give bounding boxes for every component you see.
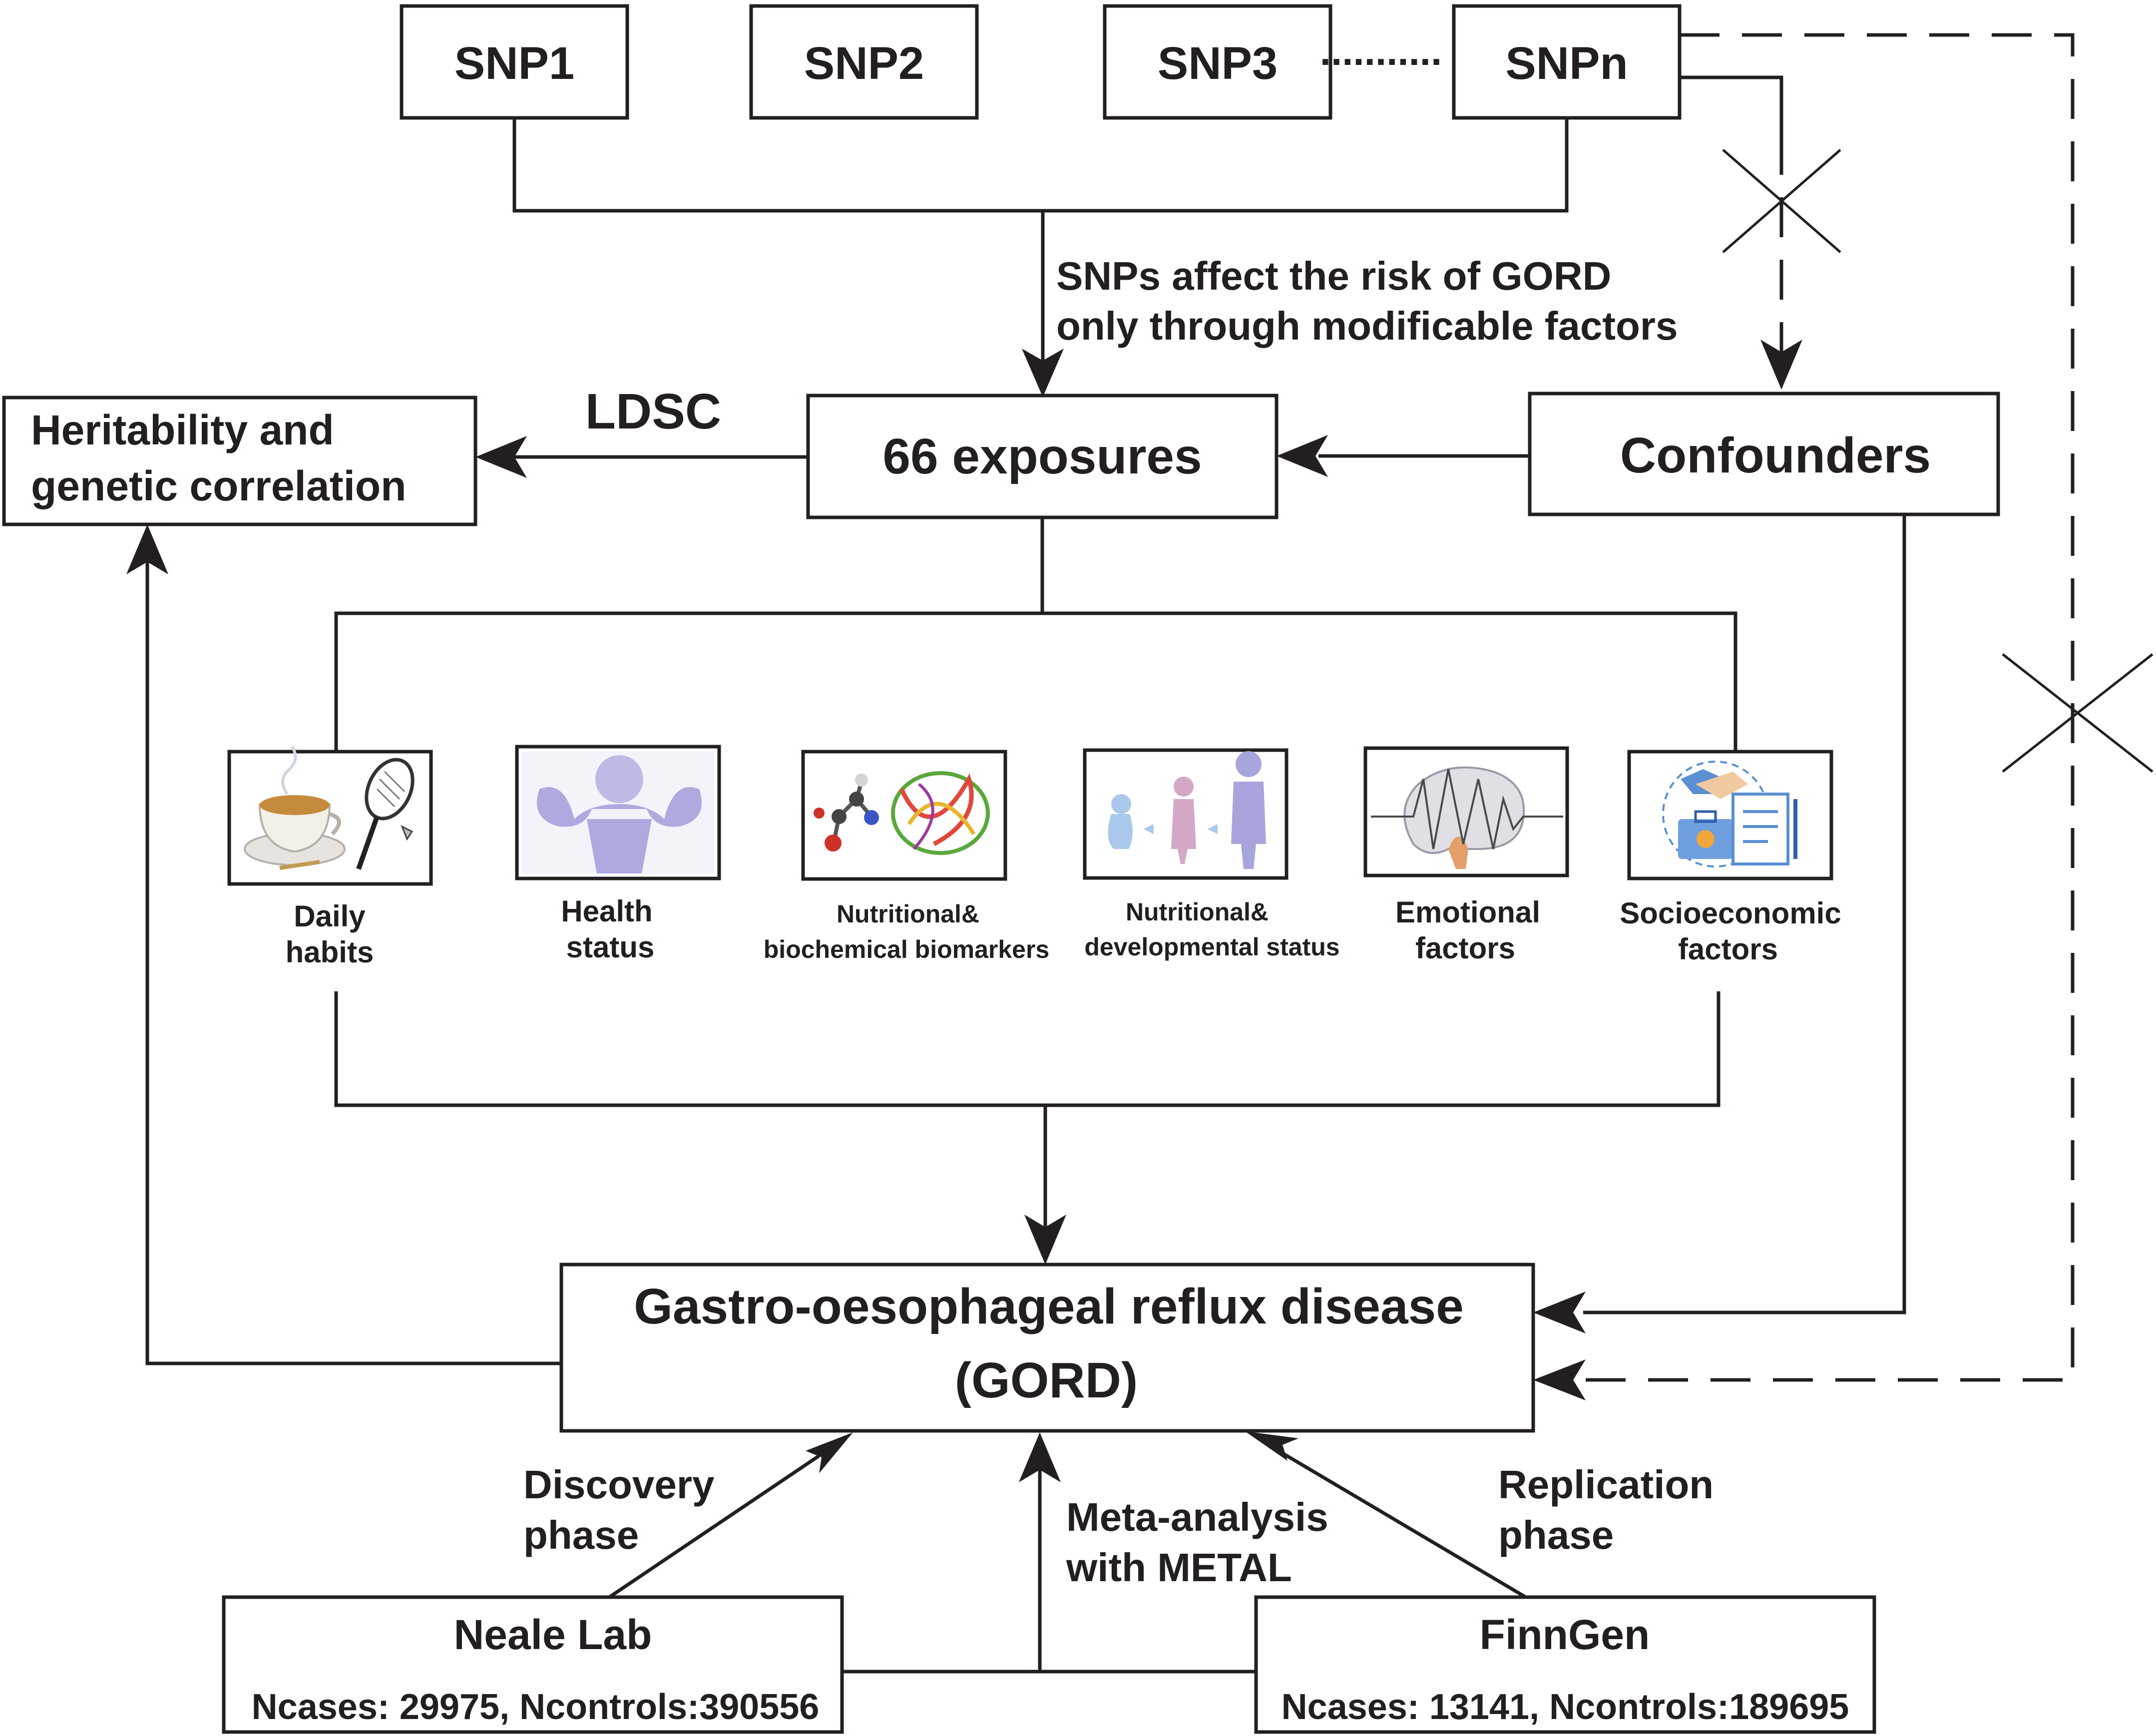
- heritability-line-2: genetic correlation: [31, 462, 407, 509]
- snp-bracket-line: [512, 118, 1569, 370]
- finngen-box: FinnGen Ncases: 13141, Ncontrols:189695: [1254, 1595, 1876, 1734]
- arrow-head-discovery: [806, 1432, 853, 1473]
- snpn-to-confounders-line: [1680, 75, 1783, 135]
- discovery-label-1: Discovery: [523, 1462, 715, 1507]
- arrow-head-to-gord-top: [1024, 1215, 1066, 1265]
- neale-lab-box: Neale Lab Ncases: 29975, Ncontrols:39055…: [222, 1595, 844, 1734]
- arrow-head-gord-to-heritability: [126, 524, 168, 574]
- snpn-to-gord-dashed: [1583, 33, 2075, 1382]
- category-biochemical-biomarkers: Nutritional& biochemical biomarkers: [764, 750, 1049, 963]
- category-label-socioeconomic-2: factors: [1678, 932, 1778, 966]
- category-developmental-status: Nutritional& developmental status: [1083, 748, 1340, 961]
- category-label-emotional-1: Emotional: [1395, 895, 1540, 929]
- snp-box-1: SNP1: [400, 4, 629, 120]
- category-daily-habits: Daily habits: [227, 746, 433, 969]
- category-label-health-2: status: [566, 930, 655, 964]
- discovery-arrow-line: [608, 1454, 820, 1599]
- confounders-label: Confounders: [1620, 428, 1931, 483]
- meta-analysis-bracket: [842, 1468, 1256, 1674]
- molecule-protein-icon: [814, 771, 990, 855]
- snp-box-n: SNPn: [1452, 4, 1682, 120]
- snp-label-1: SNP1: [454, 38, 574, 89]
- gord-outcome-box: Gastro-oesophageal reflux disease (GORD): [559, 1263, 1535, 1433]
- snp-assumption-line-2: only through modificable factors: [1056, 304, 1678, 348]
- replication-label-1: Replication: [1498, 1462, 1714, 1507]
- category-label-daily-1: Daily: [294, 899, 366, 933]
- finngen-name: FinnGen: [1480, 1611, 1650, 1658]
- arrow-head-to-exposures-left: [1277, 435, 1328, 477]
- discovery-label-2: phase: [523, 1513, 639, 1557]
- snp-label-3: SNP3: [1158, 38, 1278, 89]
- category-label-biochemical-2: biochemical biomarkers: [764, 935, 1049, 963]
- snp-box-3: SNP3: [1103, 4, 1332, 120]
- brain-wave-icon: [1371, 766, 1563, 869]
- heritability-line-1: Heritability and: [31, 407, 334, 453]
- exposures-box: 66 exposures: [806, 394, 1279, 519]
- snp-ellipsis: ...........: [1320, 29, 1442, 73]
- arrow-head-replication: [1245, 1431, 1298, 1461]
- replication-label-2: phase: [1498, 1513, 1614, 1557]
- coffee-badminton-icon: [244, 746, 415, 870]
- human-growth-icon: [1108, 751, 1266, 869]
- business-documents-icon: [1662, 761, 1797, 868]
- category-label-emotional-2: factors: [1415, 931, 1515, 965]
- category-label-daily-2: habits: [286, 935, 374, 969]
- category-label-biochemical-1: Nutritional&: [837, 900, 979, 928]
- exposures-split-bracket: [334, 517, 1737, 750]
- arrow-head-to-confounders: [1760, 340, 1802, 390]
- finngen-stats: Ncases: 13141, Ncontrols:189695: [1282, 1687, 1849, 1727]
- gord-to-heritability-line: [145, 562, 561, 1365]
- category-health-status: Health status: [515, 745, 721, 964]
- cross-mark-confounders: [1722, 149, 1841, 253]
- category-label-socioeconomic-1: Socioeconomic: [1620, 896, 1841, 930]
- categories-merge-bracket: [334, 991, 1721, 1229]
- neale-lab-stats: Ncases: 29975, Ncontrols:390556: [252, 1687, 820, 1727]
- category-label-developmental-2: developmental status: [1084, 933, 1339, 961]
- confounders-to-gord-line: [1583, 514, 1906, 1314]
- gord-title-line-1: Gastro-oesophageal reflux disease: [634, 1279, 1464, 1334]
- meta-label-2: with METAL: [1066, 1545, 1292, 1590]
- replication-arrow-line: [1278, 1449, 1527, 1599]
- muscle-icon: [522, 752, 714, 873]
- arrow-head-confounders-to-gord: [1533, 1292, 1586, 1333]
- gord-title-line-2: (GORD): [955, 1352, 1138, 1408]
- category-emotional-factors: Emotional factors: [1363, 746, 1569, 965]
- category-label-health-1: Health: [561, 894, 652, 928]
- arrow-head-meta-analysis: [1019, 1432, 1061, 1482]
- arrow-head-direct-to-gord: [1533, 1359, 1586, 1400]
- category-socioeconomic-factors: Socioeconomic factors: [1620, 750, 1841, 966]
- heritability-box: Heritability and genetic correlation: [2, 396, 477, 526]
- arrow-head-to-exposures: [1022, 349, 1064, 397]
- snp-box-2: SNP2: [749, 4, 979, 120]
- neale-lab-name: Neale Lab: [454, 1611, 652, 1658]
- arrow-head-to-heritability: [475, 436, 527, 478]
- snp-assumption-line-1: SNPs affect the risk of GORD: [1056, 254, 1611, 298]
- snp-label-n: SNPn: [1505, 38, 1628, 89]
- category-label-developmental-1: Nutritional&: [1126, 898, 1269, 926]
- meta-label-1: Meta-analysis: [1066, 1495, 1328, 1539]
- confounders-box: Confounders: [1528, 392, 2000, 516]
- snp-label-2: SNP2: [804, 38, 924, 89]
- ldsc-label: LDSC: [585, 384, 721, 439]
- exposures-label: 66 exposures: [882, 429, 1202, 484]
- cross-mark-direct: [2002, 653, 2154, 773]
